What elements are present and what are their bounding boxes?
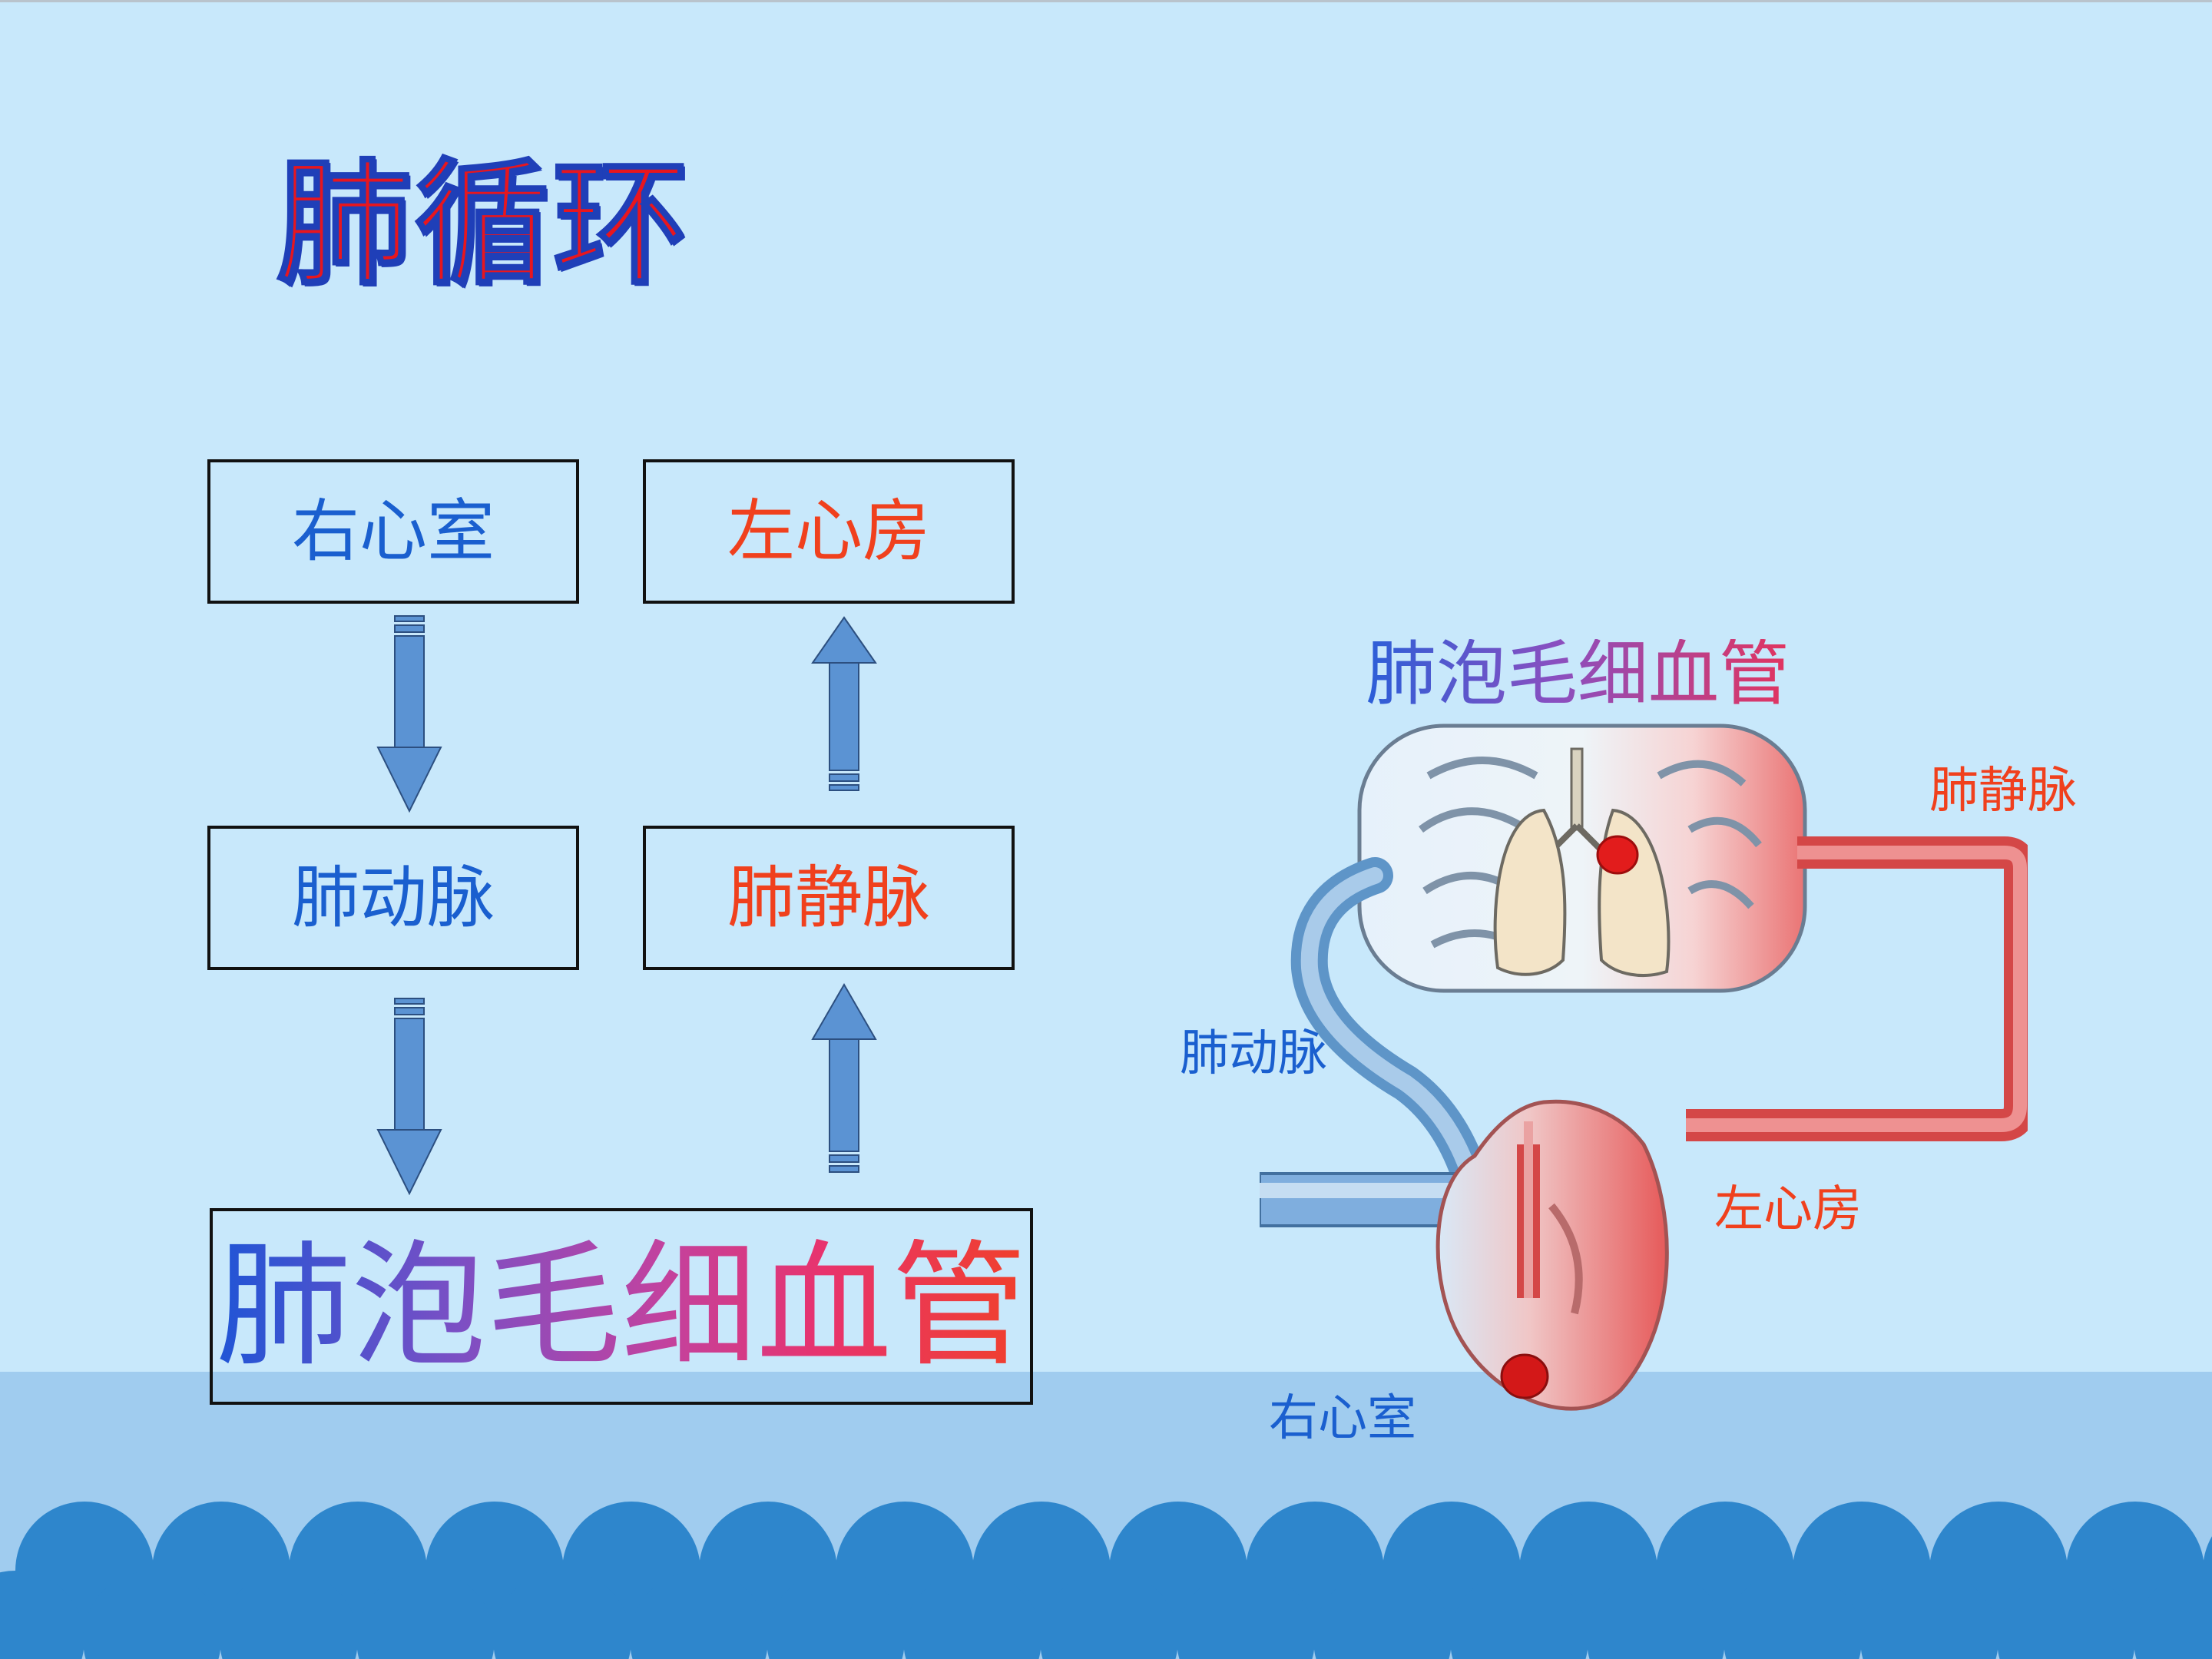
wave-scallop bbox=[1724, 1571, 1862, 1659]
capillary-loops bbox=[1419, 757, 1762, 949]
wave-scallop bbox=[2134, 1571, 2212, 1659]
wave-scallop bbox=[356, 1571, 495, 1659]
box-pulmonary-artery-label: 肺动脉 bbox=[291, 858, 495, 937]
box-right-ventricle-label: 右心室 bbox=[291, 492, 495, 571]
wave-scallop bbox=[0, 1571, 84, 1659]
heart-icon bbox=[1435, 1099, 1669, 1411]
wave-scallop bbox=[1587, 1571, 1725, 1659]
wave-scallop bbox=[630, 1571, 768, 1659]
page-title: 肺循环 bbox=[275, 146, 692, 303]
red-blood-cell-top bbox=[1596, 835, 1639, 875]
diagram-capillaries-label: 肺泡毛细血管 bbox=[1366, 633, 1790, 715]
wave-scallop bbox=[767, 1571, 905, 1659]
box-right-ventricle: 右心室 bbox=[207, 459, 579, 604]
diagram-left-atrium-label: 左心房 bbox=[1714, 1181, 1862, 1238]
box-pulmonary-vein-label: 肺静脉 bbox=[727, 858, 930, 937]
wave-scallop bbox=[1450, 1571, 1588, 1659]
box-left-atrium-label: 左心房 bbox=[727, 492, 930, 571]
arrow-down-2 bbox=[376, 998, 442, 1196]
wave-scallop bbox=[1177, 1571, 1315, 1659]
wave-scallop bbox=[83, 1571, 221, 1659]
box-capillaries-label: 肺泡毛细血管 bbox=[215, 1227, 1027, 1385]
box-pulmonary-artery: 肺动脉 bbox=[207, 826, 579, 970]
wave-scallop bbox=[1860, 1571, 1998, 1659]
arrow-up-2 bbox=[811, 983, 877, 1173]
wave-pattern bbox=[0, 1502, 2212, 1659]
box-left-atrium: 左心房 bbox=[643, 459, 1015, 604]
diagram-right-ventricle-label: 右心室 bbox=[1269, 1390, 1416, 1447]
red-blood-cell-bottom bbox=[1500, 1353, 1549, 1399]
arrow-down-1 bbox=[376, 615, 442, 813]
wave-scallop bbox=[1997, 1571, 2135, 1659]
box-pulmonary-vein: 肺静脉 bbox=[643, 826, 1015, 970]
wave-scallop bbox=[1313, 1571, 1452, 1659]
diagram-pulmonary-vein-label: 肺静脉 bbox=[1929, 763, 2077, 820]
box-capillaries: 肺泡毛细血管 bbox=[210, 1208, 1033, 1405]
arrow-up-1 bbox=[811, 616, 877, 791]
wave-scallop bbox=[493, 1571, 631, 1659]
wave-scallop bbox=[220, 1571, 358, 1659]
diagram-pulmonary-artery-label: 肺动脉 bbox=[1180, 1025, 1327, 1082]
circulation-illustration bbox=[1260, 724, 2028, 1411]
wave-scallop bbox=[1040, 1571, 1178, 1659]
wave-scallop bbox=[903, 1571, 1041, 1659]
